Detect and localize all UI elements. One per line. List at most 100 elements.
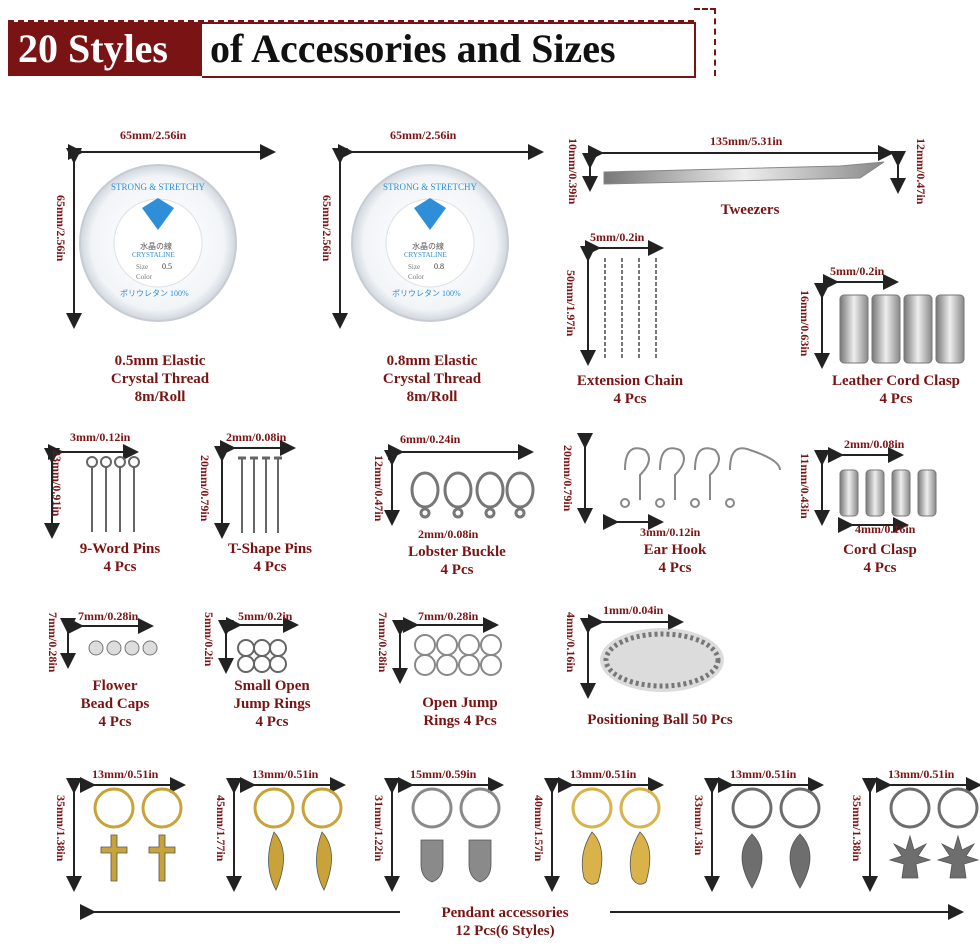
- pendant-charm-cross: [148, 834, 176, 882]
- pendant-ring: [301, 787, 343, 829]
- pendant-label-2: 12 Pcs(6 Styles): [455, 923, 555, 939]
- ear-hook-image: [577, 433, 781, 530]
- open-rings-width: 7mm/0.28in: [418, 609, 479, 623]
- thread05-size: 0.5: [162, 262, 172, 271]
- thread05-label: 0.5mm Elastic Crystal Thread 8m/Roll: [110, 353, 210, 405]
- open-rings-height: 7mm/0.28in: [376, 612, 390, 673]
- flower-caps-width: 7mm/0.28in: [78, 609, 139, 623]
- pendant-charm-cross: [100, 834, 128, 882]
- pendant-width: 13mm/0.51in: [252, 767, 319, 781]
- pendant-width: 15mm/0.59in: [410, 767, 477, 781]
- tweezers-h-right: 12mm/0.47in: [914, 138, 928, 205]
- small-rings-height: 5mm/0.2in: [202, 612, 216, 667]
- nine-pins-label: 9-Word Pins 4 Pcs: [79, 541, 161, 575]
- chain-width: 5mm/0.2in: [590, 230, 645, 244]
- cord-clasp-label: Cord Clasp 4 Pcs: [843, 542, 917, 576]
- header-title: of Accessories and Sizes: [210, 26, 616, 71]
- header-title-highlight: 20 Styles: [18, 26, 168, 71]
- pendant-height: 35mm/1.38in: [850, 795, 864, 862]
- ear-hook-width: 3mm/0.12in: [640, 525, 701, 539]
- pendant-charm-shell: [581, 831, 603, 885]
- lobster-width: 6mm/0.24in: [400, 432, 461, 446]
- ball-label: Positioning Ball 50 Pcs: [587, 712, 733, 728]
- pendant-ring: [571, 787, 613, 829]
- thread08-jp: 水晶の線: [412, 242, 444, 251]
- flower-caps-image: [60, 618, 158, 669]
- t-pins-image: [214, 440, 296, 539]
- cord-clasp-height: 11mm/0.43in: [798, 453, 812, 519]
- pendant-ring: [889, 787, 931, 829]
- thread05-height: 65mm/2.56in: [54, 195, 68, 262]
- open-rings-image: [392, 617, 502, 684]
- chain-label: Extension Chain 4 Pcs: [576, 373, 684, 407]
- chain-height: 50mm/1.97in: [564, 270, 578, 337]
- pendant-ring: [253, 787, 295, 829]
- t-pins-height: 20mm/0.79in: [198, 455, 212, 522]
- thread08-size: 0.8: [434, 262, 444, 271]
- thread05-jp: 水晶の線: [140, 242, 172, 251]
- pendant-ring: [779, 787, 821, 829]
- thread05-brand: STRONG & STRETCHY: [110, 182, 205, 192]
- flower-caps-label: Flower Bead Caps 4 Pcs: [80, 678, 150, 730]
- ball-width: 1mm/0.04in: [603, 603, 664, 617]
- pendant-ring: [619, 787, 661, 829]
- thread05-width: 65mm/2.56in: [120, 128, 187, 142]
- header-highlight: [8, 22, 202, 76]
- pendant-pair-cross: [66, 777, 186, 892]
- pendant-width: 13mm/0.51in: [570, 767, 637, 781]
- pendant-charm-hemp: [888, 834, 932, 879]
- pendant-height: 35mm/1.38in: [54, 795, 68, 862]
- pendant-label-1: Pendant accessories: [400, 904, 610, 922]
- pendant-ring: [459, 787, 501, 829]
- small-rings-width: 5mm/0.2in: [238, 609, 293, 623]
- pendant-ring: [731, 787, 773, 829]
- thread05-size-label: Size: [136, 263, 149, 271]
- nine-pins-width: 3mm/0.12in: [70, 430, 131, 444]
- pendant-charm-hamsa: [420, 839, 444, 883]
- thread05-foot: ポリウレタン 100%: [120, 289, 189, 298]
- pendant-charm-wing: [268, 831, 284, 891]
- t-pins-width: 2mm/0.08in: [226, 430, 287, 444]
- tweezers-length: 135mm/5.31in: [710, 134, 783, 148]
- thread08-foot: ポリウレタン 100%: [392, 289, 461, 298]
- pendant-height: 33mm/1.3in: [692, 795, 706, 856]
- pendant-pair-hemp: [862, 777, 980, 892]
- pendant-width: 13mm/0.51in: [730, 767, 797, 781]
- pendant-ring: [93, 787, 135, 829]
- pendant-pair-leaf: [704, 777, 824, 892]
- pendant-width: 13mm/0.51in: [92, 767, 159, 781]
- thread08-brand: STRONG & STRETCHY: [382, 182, 477, 192]
- nine-pins-image: [44, 444, 140, 539]
- tweezers-image: [582, 145, 906, 194]
- pendant-ring: [937, 787, 979, 829]
- cord-clasp-image: [814, 447, 937, 533]
- open-rings-label: Open Jump Rings 4 Pcs: [422, 695, 498, 729]
- thread-roll-05: [66, 144, 276, 329]
- lobster-label: Lobster Buckle 4 Pcs: [408, 544, 506, 578]
- leather-clasp-width: 5mm/0.2in: [830, 264, 885, 278]
- pendant-pair-shell: [544, 777, 664, 892]
- pendant-charm-wing: [316, 831, 332, 891]
- thread08-label: 0.8mm Elastic Crystal Thread 8m/Roll: [382, 353, 482, 405]
- thread08-height: 65mm/2.56in: [320, 195, 334, 262]
- thread08-color-label: Color: [408, 273, 424, 281]
- lobster-width2: 2mm/0.08in: [418, 527, 479, 541]
- thread05-color-label: Color: [136, 273, 152, 281]
- tweezers-label: Tweezers: [720, 202, 780, 218]
- nine-pins-height: 23mm/0.91in: [50, 450, 64, 517]
- pendant-height: 45mm/1.77in: [214, 795, 228, 862]
- pendant-ring: [141, 787, 183, 829]
- pendant-height: 31mm/1.22in: [372, 795, 386, 862]
- t-pins-label: T-Shape Pins 4 Pcs: [227, 541, 313, 575]
- small-rings-image: [218, 617, 299, 674]
- positioning-ball-image: [580, 614, 724, 699]
- lobster-image: [384, 444, 535, 526]
- lobster-height: 12mm/0.47in: [372, 455, 386, 522]
- header-dash-right: [694, 8, 716, 76]
- pendant-layer: [66, 777, 980, 892]
- pendant-charm-hamsa: [468, 839, 492, 883]
- pendant-pair-wing: [226, 777, 346, 892]
- pendant-charm-hemp: [936, 834, 980, 879]
- tweezers-h-left: 10mm/0.39in: [566, 138, 580, 205]
- ball-height: 4mm/0.16in: [564, 612, 578, 673]
